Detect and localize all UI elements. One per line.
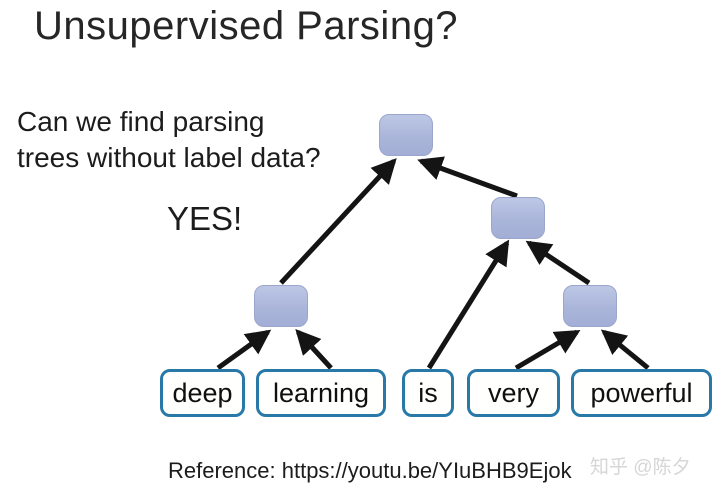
word-box-is: is [402,369,454,417]
watermark: 知乎 @陈夕 [590,457,691,478]
answer-text: YES! [167,200,243,237]
edge-powerful-to-right-node [600,329,650,370]
question-text: Can we find parsing trees without label … [17,104,321,176]
word-box-very: very [467,369,560,417]
slide-title: Unsupervised Parsing? [34,4,459,48]
question-line-2: trees without label data? [17,142,321,173]
edge-very-to-right-node [514,329,581,371]
word-box-learning: learning [256,369,386,417]
tree-node-root [379,114,433,156]
question-line-1: Can we find parsing [17,106,265,137]
tree-node-right [563,285,617,327]
tree-node-mid [491,197,545,239]
word-box-powerful: powerful [571,369,712,417]
edge-left-node-to-root [279,158,397,285]
edge-is-to-mid-node [426,239,510,370]
tree-node-left [254,285,308,327]
edge-deep-to-left-node [216,329,272,371]
edge-mid-node-to-root [417,156,518,199]
reference-text: Reference: https://youtu.be/YIuBHB9Ejok [168,458,572,483]
edge-right-node-to-mid-node [525,240,591,286]
edge-learning-to-left-node [295,329,333,370]
word-box-deep: deep [160,369,245,417]
